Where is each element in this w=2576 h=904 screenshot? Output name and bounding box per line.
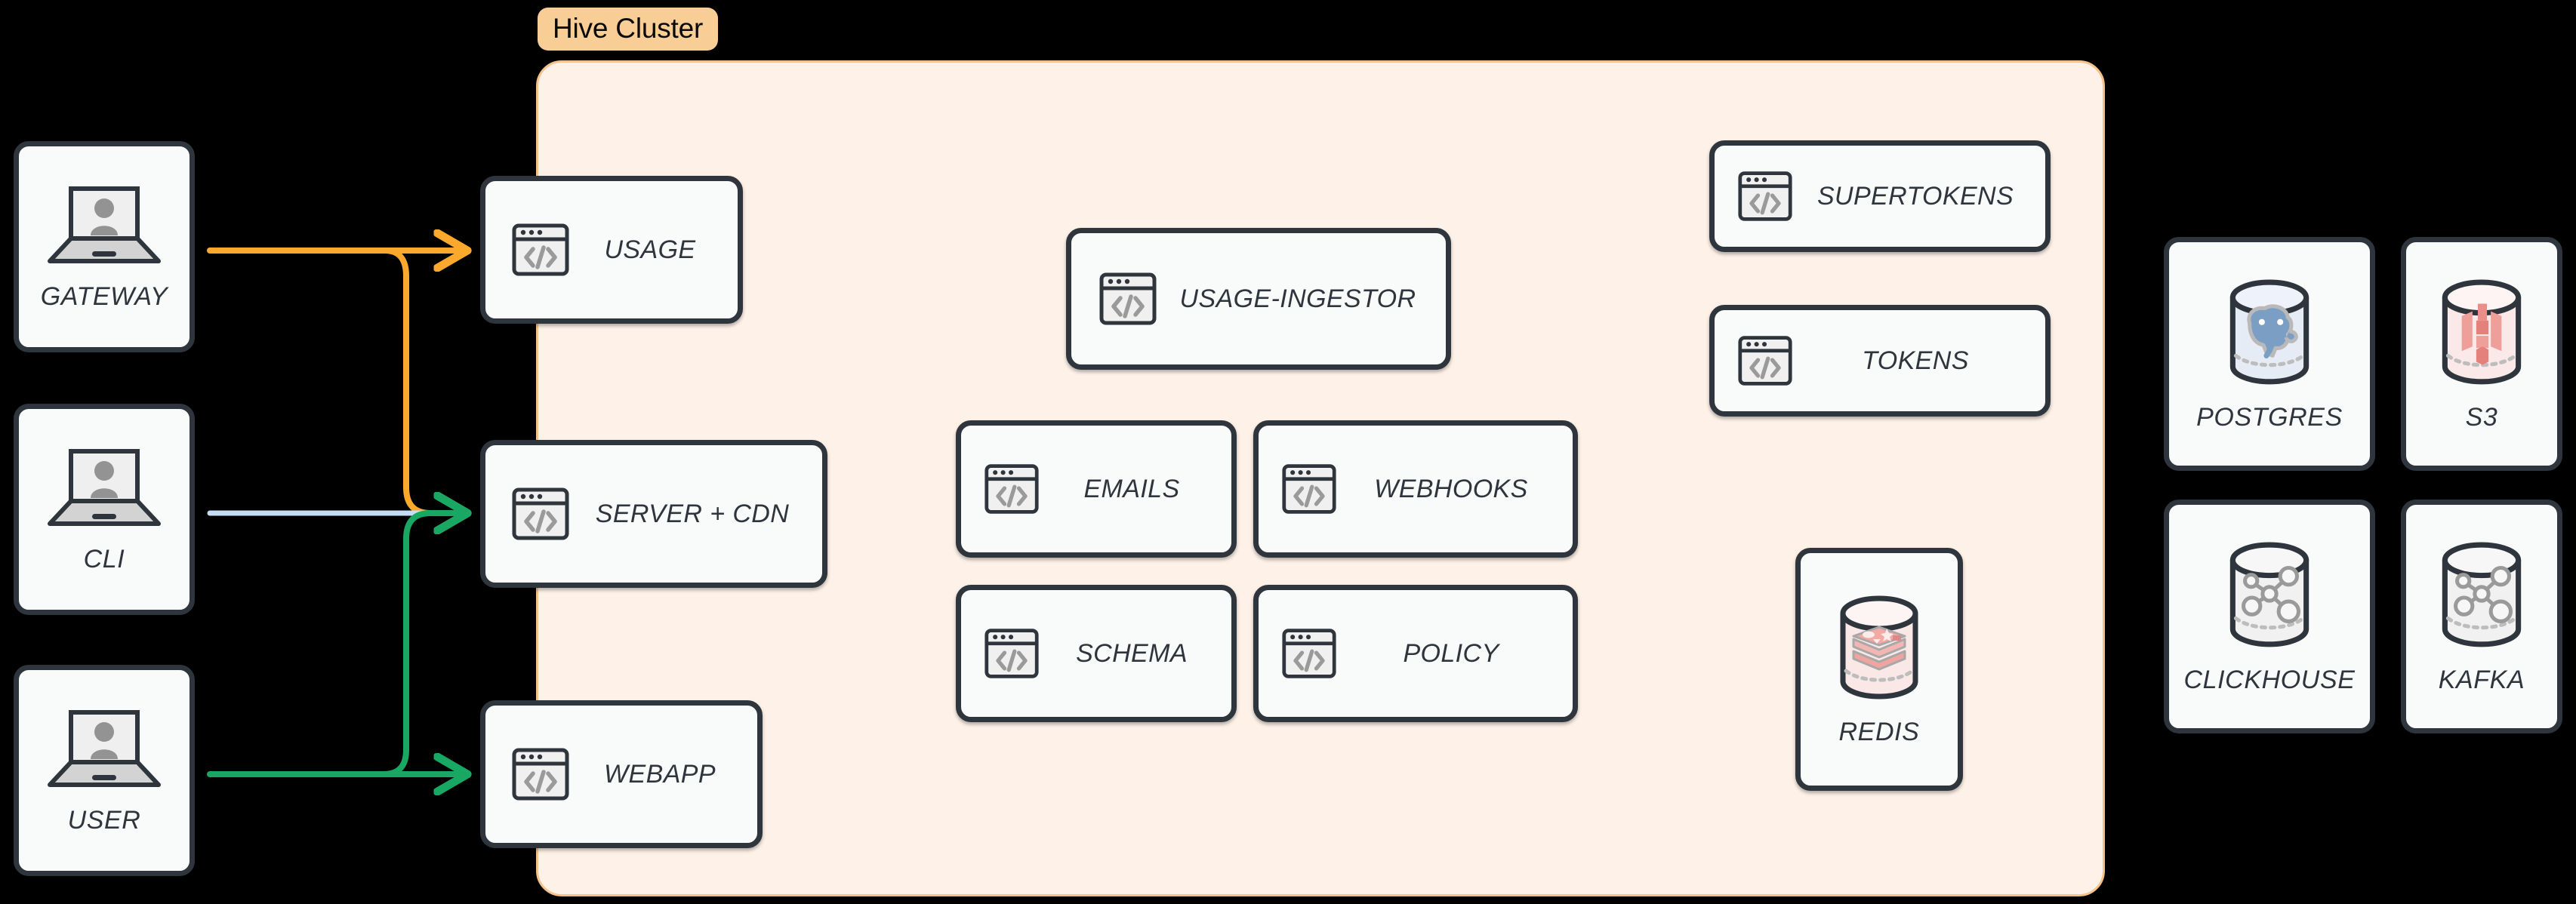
redis-cylinder-icon bbox=[1826, 592, 1932, 706]
laptop-user-icon bbox=[44, 706, 165, 794]
node-schema[interactable]: SCHEMA bbox=[956, 585, 1237, 722]
node-label: WEBHOOKS bbox=[1374, 474, 1528, 503]
node-tokens[interactable]: TOKENS bbox=[1709, 305, 2051, 417]
node-label: POLICY bbox=[1403, 638, 1499, 668]
wire-gateway-to-server bbox=[382, 248, 459, 513]
node-label: SERVER + CDN bbox=[595, 499, 790, 528]
node-user[interactable]: USER bbox=[14, 665, 195, 876]
node-label: USAGE-INGESTOR bbox=[1179, 284, 1416, 313]
wire-user-to-server bbox=[381, 513, 459, 777]
postgres-cylinder-icon bbox=[2214, 276, 2325, 391]
node-label: REDIS bbox=[1838, 717, 1920, 746]
code-window-icon bbox=[1281, 461, 1337, 517]
code-window-icon bbox=[511, 745, 570, 804]
node-usage-ingestor[interactable]: USAGE-INGESTOR bbox=[1066, 228, 1451, 370]
node-redis[interactable]: REDIS bbox=[1795, 548, 1963, 791]
node-label: USER bbox=[67, 805, 141, 835]
node-usage[interactable]: USAGE bbox=[480, 176, 743, 324]
network-cylinder-icon bbox=[2214, 539, 2325, 653]
code-window-icon bbox=[511, 220, 570, 279]
laptop-user-icon bbox=[44, 445, 165, 533]
laptop-user-icon bbox=[44, 183, 165, 270]
node-clickhouse[interactable]: CLICKHOUSE bbox=[2164, 500, 2375, 733]
code-window-icon bbox=[1737, 333, 1793, 389]
node-gateway[interactable]: GATEWAY bbox=[14, 141, 195, 352]
node-label: S3 bbox=[2465, 402, 2498, 432]
code-window-icon bbox=[984, 461, 1040, 517]
node-label: TOKENS bbox=[1862, 346, 1969, 375]
node-label: EMAILS bbox=[1083, 474, 1180, 503]
node-policy[interactable]: POLICY bbox=[1253, 585, 1578, 722]
node-webapp[interactable]: WEBAPP bbox=[480, 700, 763, 848]
node-server-cdn[interactable]: SERVER + CDN bbox=[480, 440, 827, 588]
node-label: SUPERTOKENS bbox=[1816, 181, 2014, 211]
node-s3[interactable]: S3 bbox=[2401, 237, 2562, 471]
network-cylinder-icon bbox=[2426, 539, 2537, 653]
node-label: POSTGRES bbox=[2196, 402, 2343, 432]
node-supertokens[interactable]: SUPERTOKENS bbox=[1709, 140, 2051, 252]
node-label: CLI bbox=[83, 544, 125, 573]
hive-cluster-label: Hive Cluster bbox=[538, 8, 719, 51]
node-label: KAFKA bbox=[2438, 665, 2525, 694]
node-kafka[interactable]: KAFKA bbox=[2401, 500, 2562, 733]
node-label: GATEWAY bbox=[40, 281, 168, 311]
node-cli[interactable]: CLI bbox=[14, 404, 195, 615]
node-emails[interactable]: EMAILS bbox=[956, 420, 1237, 558]
node-label: SCHEMA bbox=[1076, 638, 1188, 668]
node-postgres[interactable]: POSTGRES bbox=[2164, 237, 2375, 471]
code-window-icon bbox=[1281, 626, 1337, 681]
code-window-icon bbox=[511, 484, 570, 543]
node-webhooks[interactable]: WEBHOOKS bbox=[1253, 420, 1578, 558]
node-label: WEBAPP bbox=[604, 759, 716, 789]
node-label: CLICKHOUSE bbox=[2183, 665, 2356, 694]
code-window-icon bbox=[1737, 168, 1793, 224]
code-window-icon bbox=[1098, 269, 1157, 328]
code-window-icon bbox=[984, 626, 1040, 681]
s3-cylinder-icon bbox=[2426, 276, 2537, 391]
node-label: USAGE bbox=[604, 235, 696, 264]
